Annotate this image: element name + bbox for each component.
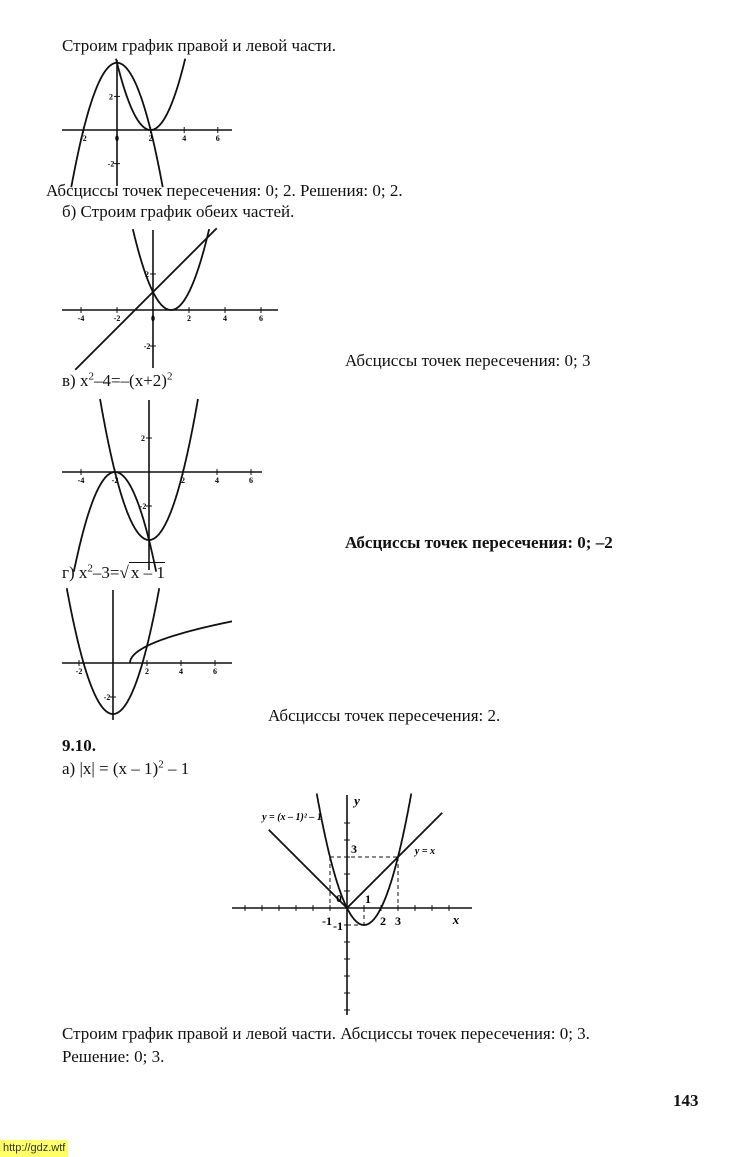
exponent: 2: [88, 370, 94, 383]
x-tick-label: 6: [249, 476, 253, 485]
x-axis-label: x: [452, 912, 460, 927]
answer-910: Строим график правой и левой части. Абсц…: [62, 1024, 590, 1043]
problem-number: 9.10.: [62, 736, 96, 755]
x-tick-label: -4: [78, 314, 85, 323]
solution-910: Решение: 0; 3.: [62, 1047, 165, 1066]
eq-part: а) |x| = (x – 1): [62, 759, 159, 778]
x-tick-label: 2: [149, 134, 153, 143]
line-graph: [74, 227, 218, 371]
x-tick-label: -2: [112, 476, 119, 485]
line-label: y = x: [414, 846, 435, 857]
graph-b: -4 -2 0 2 4 6 2 -2: [62, 227, 278, 371]
x-tick-label: 6: [216, 134, 220, 143]
parabola-right-side: [115, 58, 187, 131]
x-tick-label: -2: [114, 314, 121, 323]
x-tick-label: 4: [179, 667, 183, 676]
intro-text: Строим график правой и левой части.: [62, 36, 336, 55]
watermark-link[interactable]: http://gdz.wtf: [0, 1140, 69, 1157]
eq-part: г) x: [62, 563, 88, 582]
parabola-graph: [65, 588, 161, 715]
x-tick-label: 4: [182, 134, 186, 143]
y-tick-label: 3: [351, 842, 357, 856]
x-tick-label: 2: [380, 914, 386, 928]
eq-part: – 1: [163, 759, 190, 778]
x-tick-label: 2: [145, 667, 149, 676]
exponent: 2: [158, 758, 164, 771]
x-tick-label: -2: [80, 134, 87, 143]
page-number: 143: [673, 1091, 699, 1110]
x-tick-label: 2: [187, 314, 191, 323]
eq-part: –3=: [92, 563, 120, 582]
graph-g: -2 2 4 6 -2: [62, 588, 232, 720]
y-tick-label: -2: [140, 502, 147, 511]
abs-line-graph: [268, 812, 443, 910]
x-tick-label: -4: [78, 476, 85, 485]
x-tick-label: 3: [395, 914, 401, 928]
eq-part: в) x: [62, 371, 89, 390]
eq-part: –4=–(x+2): [93, 371, 167, 390]
sqrt-radicand: x – 1: [128, 562, 165, 582]
answer-a: Абсциссы точек пересечения: 0; 2. Решени…: [46, 181, 403, 200]
parabola-label: y = (x – 1)² – 1: [261, 812, 322, 823]
answer-b: Абсциссы точек пересечения: 0; 3: [345, 351, 591, 370]
equation-910: а) |x| = (x – 1)2 – 1: [62, 759, 189, 779]
exponent: 2: [166, 370, 173, 383]
x-tick-label: 2: [181, 476, 185, 485]
graph-v: -4 -2 2 4 6 2 -2: [62, 398, 262, 572]
y-tick-label: 2: [109, 92, 113, 101]
equation-g: г) x2–3=√x – 1: [62, 562, 165, 582]
y-tick-label: -2: [144, 342, 151, 351]
x-tick-label: -1: [322, 914, 332, 928]
y-tick-label: -1: [333, 919, 343, 933]
answer-g: Абсциссы точек пересечения: 2.: [268, 706, 501, 725]
x-tick-label: -2: [76, 667, 83, 676]
sqrt-graph: [129, 620, 232, 664]
y-tick-label: 2: [145, 270, 149, 279]
y-axis-label: y: [352, 793, 360, 808]
origin-label: 0: [336, 893, 342, 905]
parabola-graph: [131, 228, 211, 311]
equation-v: в) x2–4=–(x+2)2: [62, 371, 172, 391]
x-tick-label: 1: [365, 892, 371, 906]
x-tick-label: 6: [259, 314, 263, 323]
answer-v: Абсциссы точек пересечения: 0; –2: [345, 533, 613, 552]
y-tick-label: -2: [104, 693, 111, 702]
x-tick-label: 4: [223, 314, 227, 323]
y-tick-label: -2: [108, 160, 115, 169]
parabola-right-side: [73, 471, 157, 572]
x-tick-label: 0: [115, 134, 119, 143]
graph-a: -2 0 2 4 6 2 -2: [62, 58, 232, 188]
exponent: 2: [87, 562, 93, 575]
x-tick-label: 4: [215, 476, 219, 485]
heading-b: б) Строим график обеих частей.: [62, 202, 295, 221]
x-tick-label: 0: [151, 314, 155, 323]
x-tick-label: 6: [213, 667, 217, 676]
y-tick-label: 2: [141, 434, 145, 443]
